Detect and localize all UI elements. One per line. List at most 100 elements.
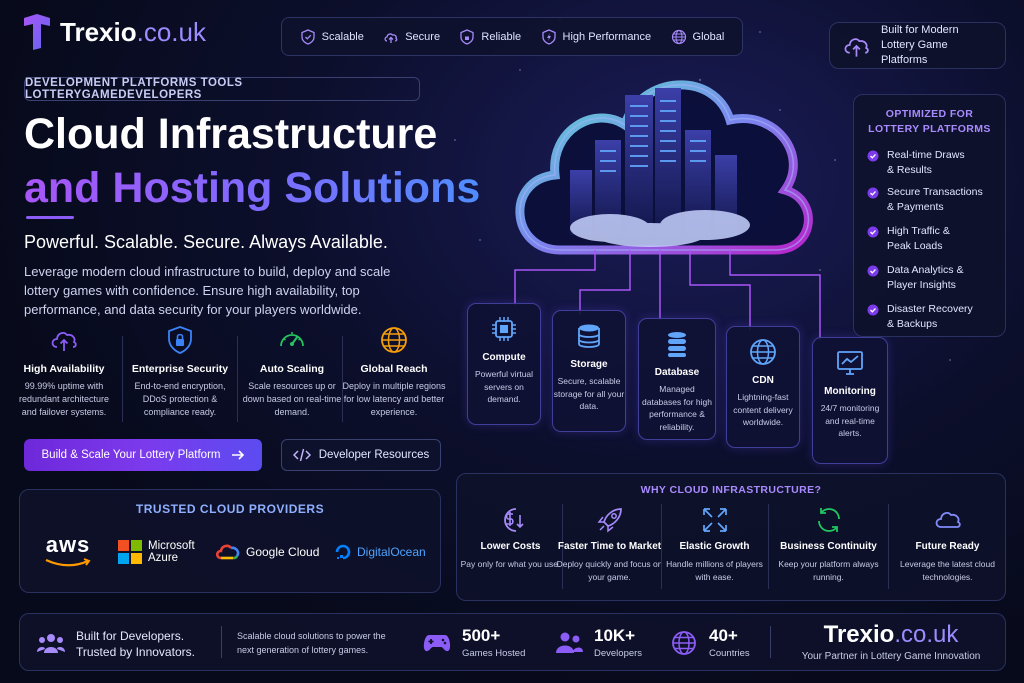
hero-tagline: Powerful. Scalable. Secure. Always Avail… — [24, 232, 388, 252]
optimized-item-line-2: Peak Loads — [887, 240, 943, 252]
footer-brand-tld: .co.uk — [894, 621, 959, 648]
optimized-item: Disaster Recovery& Backups — [867, 302, 973, 332]
service-title: Monitoring — [824, 386, 876, 397]
divider — [768, 504, 769, 589]
hero-description: Leverage modern cloud infrastructure to … — [24, 264, 391, 317]
stat-label: Developers — [594, 648, 643, 659]
feature-auto-scaling: Auto Scaling Scale resources up or down … — [240, 325, 344, 419]
users-icon — [556, 632, 583, 653]
cloud-upload-icon — [51, 332, 77, 351]
check-circle-icon — [867, 226, 879, 238]
optimized-item: Real-time Draws& Results — [867, 148, 965, 178]
service-monitoring[interactable]: Monitoring 24/7 monitoring and real-time… — [812, 337, 888, 464]
why-item-title: Lower Costs — [480, 541, 541, 552]
refresh-icon — [817, 508, 840, 532]
feature-title: Auto Scaling — [259, 363, 325, 375]
optimized-item: Data Analytics & Player Insights — [867, 263, 963, 293]
azure-label: Azure — [148, 552, 179, 564]
stat-value: 40+ — [709, 626, 738, 645]
divider — [237, 336, 238, 422]
built-for-developers: Built for Developers.Trusted by Innovato… — [36, 628, 195, 660]
build-platform-button[interactable]: Build & Scale Your Lottery Platform — [24, 439, 262, 471]
feature-global-reach: Global Reach Deploy in multiple regions … — [342, 325, 446, 419]
divider — [770, 626, 771, 658]
check-circle-icon — [867, 150, 879, 162]
google-cloud-logo: Google Cloud — [216, 543, 319, 561]
gamepad-icon — [423, 634, 451, 651]
badge-line-2: Lottery Game Platforms — [880, 39, 948, 66]
brand-logo[interactable]: Trexio.co.uk — [22, 14, 206, 50]
why-item-title: Future Ready — [915, 541, 980, 552]
footer-tagline: Your Partner in Lottery Game Innovation — [801, 651, 981, 662]
connector-lines — [514, 250, 821, 340]
service-database[interactable]: Database Managed databases for high perf… — [638, 318, 716, 440]
service-title: Database — [654, 367, 700, 378]
service-title: Compute — [482, 352, 526, 363]
stat-label: Countries — [709, 648, 750, 659]
shield-lock-icon — [460, 28, 475, 45]
gauge-icon — [280, 332, 304, 347]
optimized-title-2: LOTTERY PLATFORMS — [868, 123, 991, 135]
footer-brand-name: Trexio — [823, 621, 895, 648]
optimized-item: High Traffic & Peak Loads — [867, 224, 950, 254]
brand-name: Trexio — [60, 16, 137, 47]
shield-check-icon — [301, 28, 315, 45]
globe-icon — [750, 339, 776, 365]
service-desc: Managed databases for high performance &… — [642, 384, 712, 432]
optimized-item-line-2: & Payments — [887, 201, 944, 213]
developer-resources-button[interactable]: Developer Resources — [281, 439, 441, 471]
service-title: Storage — [570, 359, 608, 370]
service-storage[interactable]: Storage Secure, scalable storage for all… — [552, 310, 626, 432]
globe-icon — [671, 29, 686, 44]
divider — [888, 504, 889, 589]
shield-bolt-icon — [541, 28, 556, 45]
bottom-stats-bar: Built for Developers.Trusted by Innovato… — [19, 613, 1006, 671]
developer-resources-label: Developer Resources — [318, 449, 430, 461]
service-compute[interactable]: Compute Powerful virtual servers on dema… — [467, 303, 541, 425]
digitalocean-icon — [335, 544, 351, 560]
built-line-1: Built for Developers. — [76, 629, 185, 643]
topbar-item-high-performance: High Performance — [541, 28, 651, 45]
shield-lock-icon — [168, 326, 192, 354]
inner-clouds — [570, 210, 750, 247]
rocket-icon — [596, 508, 622, 533]
feature-enterprise-security: Enterprise Security End-to-end encryptio… — [128, 325, 232, 419]
why-business-continuity: Business Continuity Keep your platform a… — [775, 505, 882, 584]
why-item-title: Business Continuity — [780, 541, 877, 552]
topbar-label: Scalable — [321, 30, 364, 43]
cpu-icon — [492, 317, 516, 341]
service-desc: 24/7 monitoring and real-time alerts. — [820, 403, 880, 438]
why-item-desc: Handle millions of players with ease. — [666, 559, 763, 582]
trexio-logo-icon — [24, 14, 50, 50]
divider — [562, 504, 563, 589]
feature-desc: End-to-end encryption, DDoS protection &… — [134, 381, 226, 417]
service-desc: Lightning-fast content delivery worldwid… — [733, 392, 793, 427]
category-pill[interactable]: DEVELOPMENT PLATFORMS TOOLS LOTTERYGAMED… — [24, 77, 420, 101]
optimized-item-line-1: Data Analytics & — [887, 264, 964, 276]
brand-tld: .co.uk — [136, 16, 206, 47]
database-icon — [668, 332, 686, 357]
optimized-title-1: OPTIMIZED FOR — [885, 108, 974, 120]
topbar-label: Global — [692, 30, 725, 43]
optimized-item-line-1: High Traffic & — [887, 225, 950, 237]
microsoft-logo-icon — [118, 540, 142, 564]
why-cloud-panel: WHY CLOUD INFRASTRUCTURE? Lower Costs Pa… — [456, 473, 1006, 601]
aws-label: aws — [45, 532, 91, 557]
digitalocean-label: DigitalOcean — [357, 545, 426, 559]
feature-title: Enterprise Security — [131, 363, 229, 375]
why-title: WHY CLOUD INFRASTRUCTURE? — [640, 484, 822, 496]
expand-arrows-icon — [702, 508, 727, 532]
optimized-item-line-2: & Results — [887, 164, 932, 176]
storage-icon — [578, 324, 600, 348]
why-item-title: Elastic Growth — [679, 541, 750, 552]
feature-title: High Availability — [23, 363, 105, 375]
feature-desc: 99.99% uptime with redundant architectur… — [18, 381, 110, 417]
optimized-item-line-2: Player Insights — [887, 279, 956, 291]
providers-title: TRUSTED CLOUD PROVIDERS — [135, 502, 325, 516]
footer-brand[interactable]: Trexio.co.uk Your Partner in Lottery Gam… — [796, 621, 986, 663]
service-cdn[interactable]: CDN Lightning-fast content delivery worl… — [726, 326, 800, 448]
divider — [221, 626, 222, 658]
